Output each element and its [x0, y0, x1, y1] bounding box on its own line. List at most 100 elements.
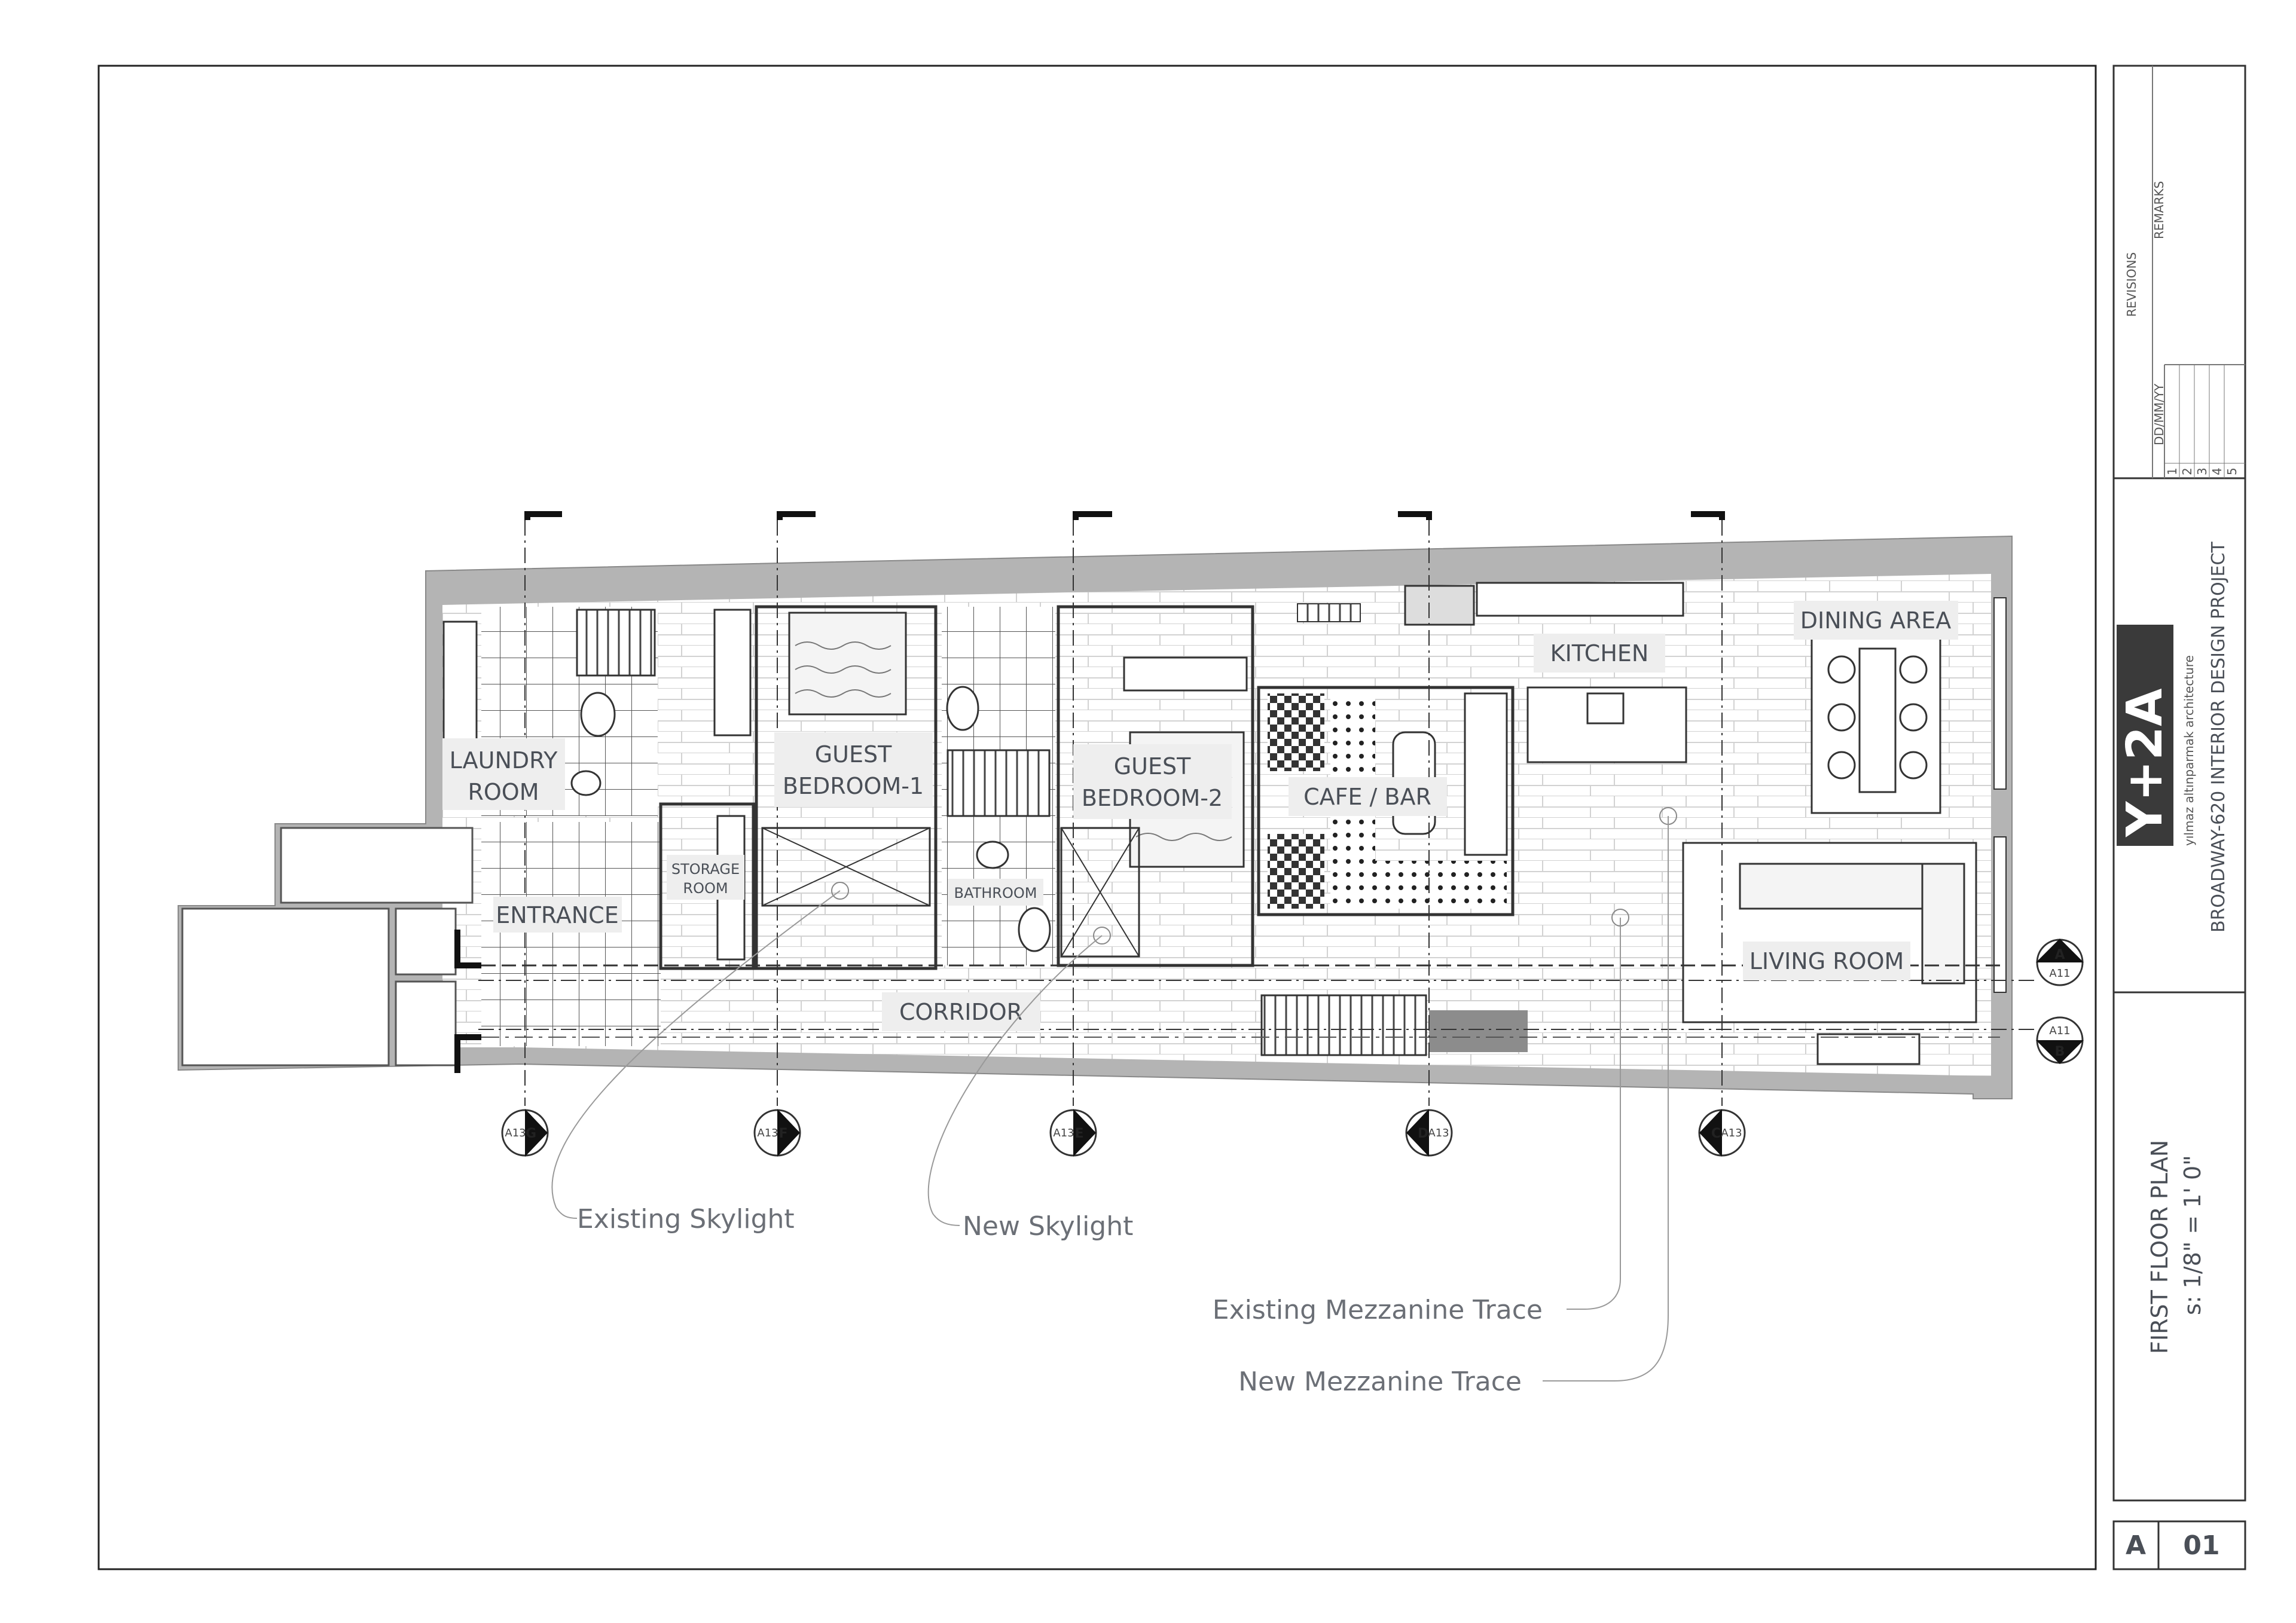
section-marker-a-ref: A11: [2049, 967, 2070, 980]
room-label-guest2-line2: BEDROOM-2: [1082, 785, 1223, 811]
existing-skylight-point: [831, 882, 849, 900]
title-block: REVISIONS REMARKS DD/MM/YY 1 2 3 4 5 Y+2…: [2112, 65, 2246, 1570]
section-bracket-e-top: [1073, 511, 1112, 520]
section-marker-e-letter: E: [1074, 1126, 1083, 1141]
room-label-dining-area: DINING AREA: [1794, 601, 1958, 640]
firm-logo-mark: Y+2A: [2117, 688, 2173, 838]
drawing-frame: [97, 65, 2097, 1570]
guest1-wardrobe: [713, 609, 752, 736]
dining-chair-5: [1899, 703, 1928, 732]
room-label-bathroom: BATHROOM: [948, 879, 1043, 906]
bath2-toilet-2: [1018, 907, 1051, 952]
bath1-sink: [570, 770, 602, 796]
guest2-wardrobe: [1123, 656, 1248, 692]
section-marker-f-letter: F: [778, 1126, 787, 1141]
sheet-letter: A: [2126, 1530, 2146, 1561]
section-marker-e-ref: A13: [1053, 1127, 1074, 1139]
section-marker-d-letter: D: [1418, 1126, 1428, 1141]
existing-skylight-box: [761, 827, 931, 907]
callout-existing-mezzanine: Existing Mezzanine Trace: [1213, 1295, 1543, 1325]
room-label-guest2-line1: GUEST: [1114, 753, 1191, 780]
guest1-walls: [755, 605, 938, 970]
front-annex-2: [181, 907, 390, 1066]
section-marker-a: A A11: [2036, 939, 2084, 986]
section-marker-b-letter: B: [2055, 1044, 2065, 1059]
room-label-cafe-text: CAFE / BAR: [1303, 784, 1431, 810]
date-format-header: DD/MM/YY: [2152, 383, 2166, 445]
kitchen-counter-top: [1476, 582, 1684, 617]
section-marker-d-ref: A13: [1428, 1127, 1449, 1139]
callout-leader-existing-skylight: [551, 890, 841, 1219]
room-label-corridor: CORRIDOR: [882, 992, 1040, 1031]
bath2-sink: [976, 840, 1009, 869]
front-annex-4: [395, 980, 457, 1066]
laundry-counter: [442, 621, 478, 742]
section-marker-c-letter: C: [1711, 1126, 1721, 1141]
new-skylight-x: [1061, 827, 1140, 957]
kitchen-fridge: [1404, 585, 1475, 626]
sheet-number-box: [2112, 1520, 2246, 1570]
title-block-frame: [2112, 65, 2246, 1502]
room-label-storage-line1: STORAGE: [671, 861, 740, 878]
rev-number-4: 4: [2210, 467, 2224, 475]
dining-chair-6: [1899, 751, 1928, 780]
new-skylight-box: [1060, 827, 1140, 958]
window-2: [1993, 836, 2007, 993]
remarks-header: REMARKS: [2152, 181, 2166, 239]
sheet-number: 01: [2183, 1530, 2219, 1561]
front-annex-1: [280, 827, 474, 904]
section-bracket-g-top: [524, 511, 562, 520]
firm-name: yılmaz altınparmak architecture: [2182, 655, 2196, 846]
cafe-bench: [1464, 692, 1508, 856]
room-label-kitchen-text: KITCHEN: [1550, 640, 1649, 667]
section-bracket-c-top: [1691, 511, 1725, 520]
section-marker-g-ref: A13: [505, 1127, 526, 1139]
dining-chair-1: [1827, 655, 1856, 684]
callout-leader-new-skylight: [927, 935, 1103, 1226]
section-bracket-d-top: [1398, 511, 1432, 520]
section-bracket-b-left: [454, 1034, 481, 1073]
room-label-corridor-text: CORRIDOR: [899, 999, 1022, 1025]
room-label-living-room: LIVING ROOM: [1743, 942, 1910, 980]
section-bracket-a-left: [454, 930, 481, 968]
section-marker-g-letter: G: [526, 1126, 536, 1141]
room-label-laundry-line2: ROOM: [468, 779, 539, 805]
section-marker-b-ref: A11: [2049, 1025, 2070, 1037]
room-label-entrance: ENTRANCE: [493, 897, 622, 933]
section-marker-d: D A13: [1405, 1109, 1453, 1157]
room-label-storage: STORAGE ROOM: [667, 855, 744, 900]
new-skylight-point: [1093, 927, 1111, 945]
room-label-dining-text: DINING AREA: [1800, 607, 1951, 634]
section-marker-b: B A11: [2036, 1016, 2084, 1064]
firm-logo: Y+2A yılmaz altınparmak architecture: [2117, 625, 2196, 846]
room-label-storage-line2: ROOM: [683, 880, 728, 897]
dining-chair-4: [1899, 655, 1928, 684]
callout-new-skylight: New Skylight: [963, 1211, 1133, 1242]
section-marker-c-ref: A13: [1721, 1127, 1742, 1139]
corridor-dark-block: [1429, 1010, 1528, 1052]
floor-plan: LAUNDRY ROOM ENTRANCE STORAGE ROOM GUEST…: [178, 511, 2036, 1106]
bath1-shower: [576, 609, 656, 677]
section-marker-c: C A13: [1698, 1109, 1746, 1157]
cafe-walls: [1257, 686, 1515, 916]
room-label-kitchen: KITCHEN: [1534, 634, 1665, 673]
callout-leader-existing-mezzanine: [1567, 918, 1621, 1310]
room-label-guest1-line1: GUEST: [815, 741, 892, 768]
room-label-cafe-bar: CAFE / BAR: [1289, 777, 1447, 816]
section-bracket-f-top: [777, 511, 816, 520]
dining-chair-2: [1827, 703, 1856, 732]
room-label-bathroom-text: BATHROOM: [954, 885, 1037, 901]
room-label-guest1-line2: BEDROOM-1: [783, 773, 924, 799]
callout-leader-new-mezzanine: [1543, 816, 1669, 1381]
project-name: BROADWAY-620 INTERIOR DESIGN PROJECT: [2208, 542, 2229, 933]
front-annex-3: [395, 907, 457, 976]
rev-number-5: 5: [2225, 467, 2239, 475]
corridor-stairs: [1260, 994, 1427, 1056]
section-marker-f: F A13: [753, 1109, 801, 1157]
cafe-checker-2: [1268, 834, 1324, 909]
bath2-toilet: [946, 686, 979, 731]
kitchen-radiator: [1297, 603, 1361, 622]
room-label-living-text: LIVING ROOM: [1750, 948, 1904, 974]
section-marker-e: E A13: [1049, 1109, 1097, 1157]
